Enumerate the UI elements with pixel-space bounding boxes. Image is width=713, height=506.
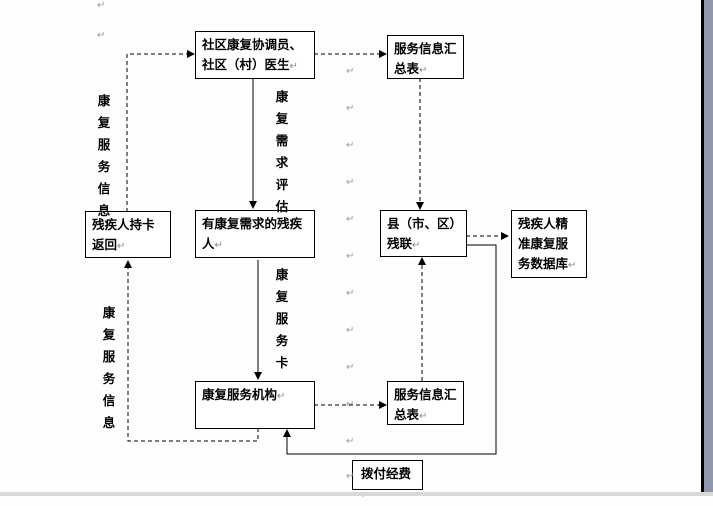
node-person-with-need: 有康复需求的残疾人↵: [195, 210, 315, 258]
paragraph-mark: ↵: [346, 325, 355, 336]
label-service-card: 康 复 服 务 卡: [275, 267, 289, 370]
node-service-summary-top: 服务信息汇总表↵: [387, 35, 464, 79]
node-service-summary-bottom: 服务信息汇总表↵: [387, 381, 464, 425]
paragraph-mark: ↵: [346, 103, 355, 114]
paragraph-mark: ↵: [346, 399, 355, 410]
node-rehab-institution: 康复服务机构↵: [195, 381, 315, 429]
paragraph-mark: ↵: [346, 362, 355, 373]
arrow-county-funding-to-institution: [283, 244, 497, 455]
node-database: 残疾人精准康复服务数据库↵: [511, 210, 587, 278]
paragraph-mark: ↵: [346, 471, 355, 482]
label-service-info-upper: 康 复 服 务 信 息: [97, 93, 111, 218]
paragraph-mark: ↵: [97, 0, 106, 11]
label-needs-assessment: 康 复 需 求 评 估: [275, 89, 289, 214]
node-county-dpf: 县（市、区）残联↵: [380, 210, 467, 257]
arrow-card-return-to-community: [126, 50, 195, 212]
label-service-info-lower: 康 复 服 务 信 息: [102, 305, 116, 430]
paragraph-mark: ↵: [346, 140, 355, 151]
window-gutter: [704, 0, 713, 492]
arrow-institution-to-card-return: [124, 260, 259, 442]
paragraph-mark: ↵: [97, 30, 106, 41]
paragraph-mark: ↵: [346, 177, 355, 188]
bottom-border: [0, 492, 713, 496]
paragraph-mark: ↵: [346, 288, 355, 299]
page-right-edge: [701, 0, 704, 492]
paragraph-mark: ↵: [346, 214, 355, 225]
node-funding: 拨付经费↵: [352, 460, 423, 501]
paragraph-mark: ↵: [346, 251, 355, 262]
paragraph-mark: ↵: [346, 436, 355, 447]
node-card-return: 残疾人持卡返回↵: [85, 211, 171, 258]
paragraph-mark: ↵: [346, 66, 355, 77]
node-community-doctor: 社区康复协调员、社区（村）医生↵: [195, 31, 315, 79]
